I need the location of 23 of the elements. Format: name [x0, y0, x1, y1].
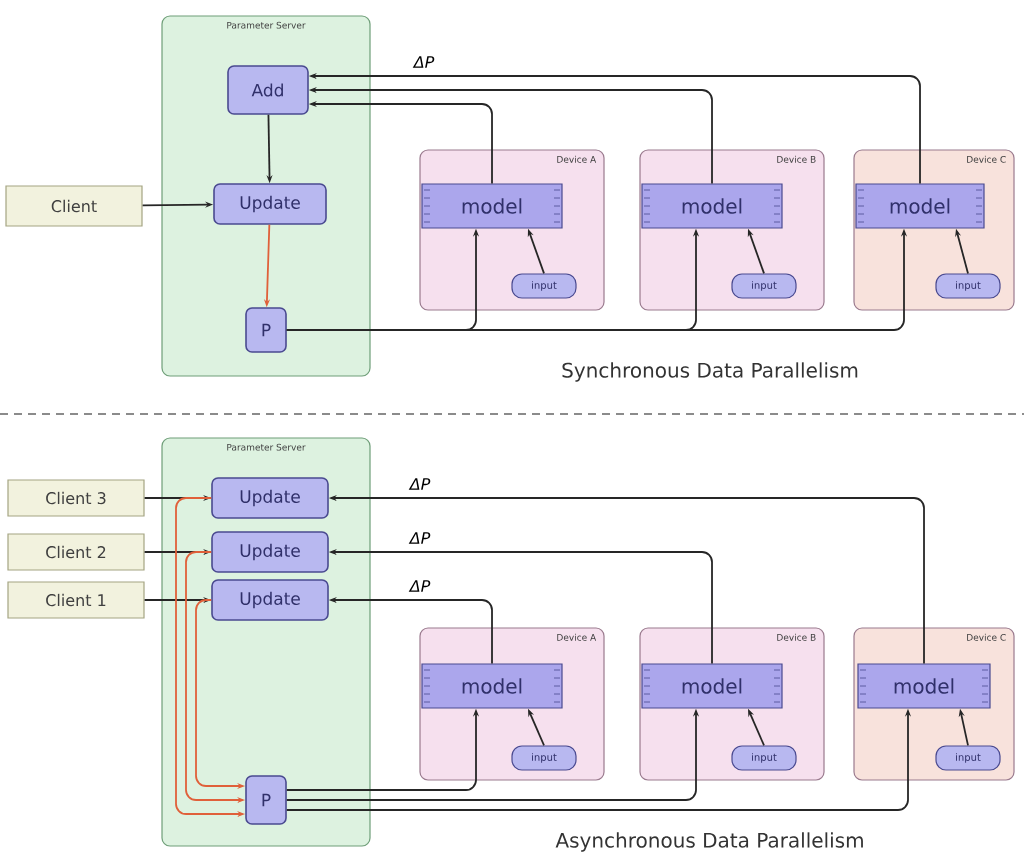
operation-box: Add [227, 65, 309, 115]
operation-box: P [245, 775, 287, 825]
client-box: Client 1 [7, 581, 145, 619]
operation-box: Update [213, 183, 327, 225]
model-box: model [855, 183, 985, 229]
client-box: Client [5, 185, 143, 227]
model-box: model [421, 663, 563, 709]
edge-label: ΔP [407, 476, 433, 492]
edge-label: ΔP [407, 578, 433, 594]
edge-label: ΔP [411, 54, 437, 70]
operation-box: P [245, 307, 287, 353]
model-box: model [641, 183, 783, 229]
model-box: model [641, 663, 783, 709]
edge-label: ΔP [407, 530, 433, 546]
model-box: model [857, 663, 991, 709]
section-title: Synchronous Data Parallelism [562, 362, 858, 382]
client-box: Client 2 [7, 533, 145, 571]
operation-box: Update [211, 477, 329, 519]
client-box: Client 3 [7, 479, 145, 517]
section-title: Asynchronous Data Parallelism [555, 832, 863, 852]
model-box: model [421, 183, 563, 229]
operation-box: Update [211, 531, 329, 573]
operation-box: Update [211, 579, 329, 621]
